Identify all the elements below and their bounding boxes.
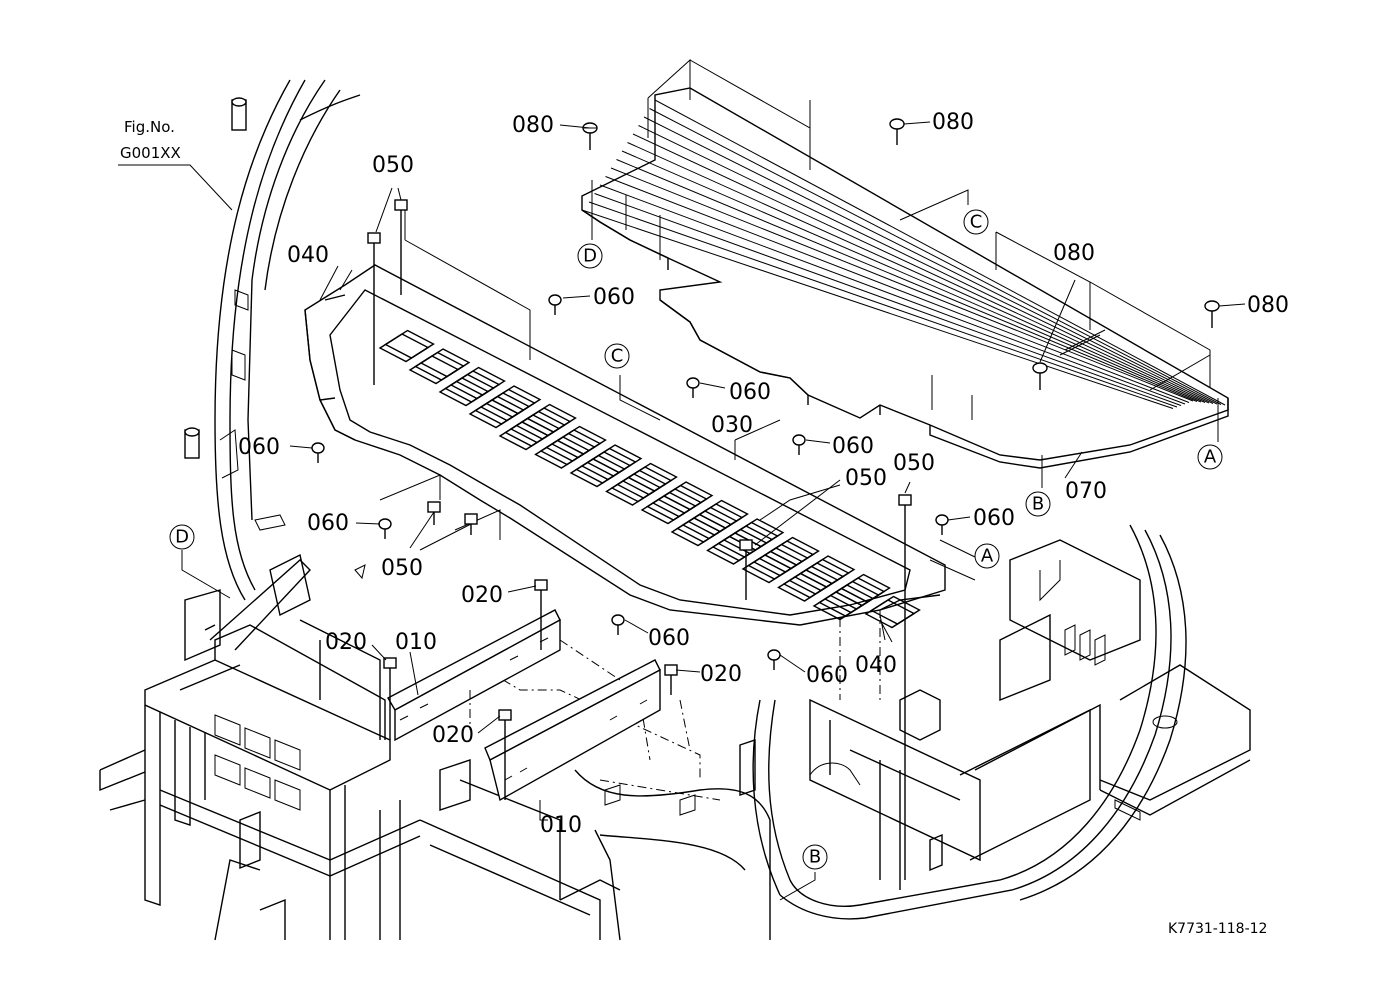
mat-rib: [599, 184, 1186, 405]
svg-text:C: C: [611, 346, 624, 367]
marker-c-top: C: [963, 209, 989, 235]
label-060: 060: [593, 285, 635, 310]
plate-pocket: [438, 377, 490, 407]
mat-leader-lines: [591, 58, 1219, 488]
label-030: 030: [711, 413, 753, 438]
misc-leaders: [118, 164, 976, 901]
mat-rib: [638, 125, 1214, 404]
plate-pocket: [534, 439, 585, 469]
mat-rib: [583, 210, 1174, 409]
label-040: 040: [287, 243, 329, 268]
svg-text:C: C: [970, 212, 983, 233]
mat-rib: [627, 142, 1206, 403]
label-050: 050: [845, 466, 887, 491]
mat-rib: [649, 108, 1222, 405]
label-070: 070: [1065, 479, 1107, 504]
svg-text:D: D: [583, 246, 597, 267]
mat-rib: [610, 167, 1194, 402]
drawing-code: K7731-118-12: [1168, 921, 1267, 937]
marker-d-left: D: [169, 524, 195, 550]
mat-rib: [621, 150, 1202, 403]
marker-c-plate: C: [604, 343, 630, 369]
plate-leader-lines: [319, 210, 976, 643]
fig-ref-line2: G001XX: [120, 144, 181, 162]
plate-pocket: [670, 517, 722, 547]
bolts: [311, 199, 949, 880]
mat-rib: [643, 116, 1218, 405]
label-010: 010: [540, 813, 582, 838]
part-number-labels: 080 080 080 080 050 040 060 060 030 060 …: [238, 110, 1289, 838]
svg-text:B: B: [1032, 494, 1044, 515]
mat-clips: [559, 118, 1246, 390]
label-060: 060: [238, 435, 280, 460]
plate-pocket: [812, 591, 864, 621]
mat-rib: [654, 99, 1226, 406]
plate-pocket: [605, 476, 656, 506]
marker-b-bottom: B: [802, 844, 828, 870]
label-080: 080: [932, 110, 974, 135]
label-050: 050: [372, 153, 414, 178]
marker-a-top: A: [1197, 444, 1223, 470]
label-060: 060: [648, 626, 690, 651]
label-010: 010: [395, 630, 437, 655]
plate-pocket: [468, 399, 520, 429]
label-060: 060: [729, 380, 771, 405]
mat-rib: [632, 133, 1210, 404]
plate-pocket: [378, 333, 430, 363]
label-020: 020: [325, 630, 367, 655]
fig-ref-line1: Fig.No.: [124, 118, 175, 136]
label-040: 040: [855, 653, 897, 678]
plate-pocket: [408, 355, 460, 385]
plate-pocket: [498, 421, 550, 451]
mat-rib: [616, 159, 1198, 402]
svg-text:B: B: [809, 847, 821, 868]
mat-rib: [605, 176, 1190, 403]
plate-pocket: [777, 572, 828, 602]
label-020: 020: [700, 662, 742, 687]
plate-pocket: [741, 554, 793, 584]
label-060: 060: [307, 511, 349, 536]
label-050: 050: [381, 556, 423, 581]
bolt-leaders: [289, 187, 971, 821]
svg-text:D: D: [175, 527, 189, 548]
reference-markers: C D C A B D A B: [169, 209, 1223, 870]
label-020: 020: [432, 723, 474, 748]
marker-a-right: A: [974, 543, 1000, 569]
floor-mat: [581, 87, 1229, 469]
label-060: 060: [973, 506, 1015, 531]
label-060: 060: [806, 663, 848, 688]
label-060: 060: [832, 434, 874, 459]
label-080: 080: [1247, 293, 1289, 318]
marker-b-top: B: [1025, 491, 1051, 517]
plate-pocket: [569, 458, 621, 488]
label-080: 080: [1053, 241, 1095, 266]
marker-d-top: D: [577, 243, 603, 269]
svg-text:A: A: [981, 546, 994, 567]
mat-rib: [594, 193, 1182, 406]
label-050: 050: [893, 451, 935, 476]
plate-pocket: [640, 495, 692, 525]
brackets-010: [387, 609, 661, 802]
svg-text:A: A: [1204, 447, 1217, 468]
label-020: 020: [461, 583, 503, 608]
figure-reference: Fig.No. G001XX: [120, 118, 181, 162]
label-080: 080: [512, 113, 554, 138]
mat-rib: [588, 201, 1178, 408]
